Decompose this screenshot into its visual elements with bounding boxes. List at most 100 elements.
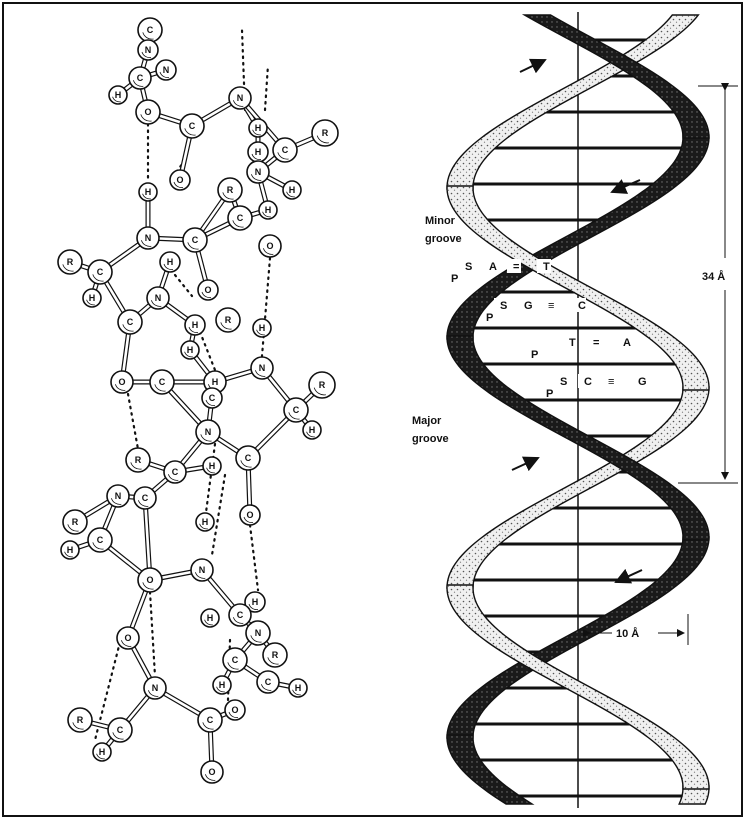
radius-label: 10 Å <box>616 627 639 640</box>
atom-label: H <box>255 123 262 133</box>
atom-label: R <box>227 185 234 195</box>
atom-c: C <box>129 67 151 89</box>
atom-label: H <box>145 187 152 197</box>
atom-label: R <box>72 517 79 527</box>
atom-label: O <box>208 767 215 777</box>
atom-c: C <box>229 604 251 626</box>
base-pair-b1: A <box>489 261 497 273</box>
atom-r: R <box>63 510 87 534</box>
major-groove-label-line1: Major <box>412 415 442 427</box>
atom-label: H <box>67 545 74 555</box>
atom-label: H <box>212 377 219 387</box>
atom-label: N <box>237 93 244 103</box>
atom-label: H <box>89 293 96 303</box>
atom-o: O <box>170 170 190 190</box>
atom-label: N <box>145 45 152 55</box>
atom-h: H <box>93 743 111 761</box>
atom-label: R <box>319 380 326 390</box>
atom-h: H <box>139 183 157 201</box>
atom-n: N <box>138 40 158 60</box>
atom-label: N <box>259 363 266 373</box>
atom-n: N <box>144 677 166 699</box>
atom-c: C <box>198 708 222 732</box>
atom-label: H <box>115 90 122 100</box>
minor-groove-label-line2: groove <box>425 233 462 245</box>
atom-h: H <box>160 252 180 272</box>
base-pair-bond: ≡ <box>548 300 554 312</box>
atom-label: O <box>144 107 151 117</box>
atom-h: H <box>283 181 301 199</box>
atom-n: N <box>196 420 220 444</box>
atom-label: N <box>255 628 262 638</box>
phosphate-label: P <box>451 273 458 285</box>
atom-label: H <box>167 257 174 267</box>
atom-h: H <box>203 457 221 475</box>
atom-label: R <box>77 715 84 725</box>
atom-c: C <box>223 648 247 672</box>
atom-label: N <box>155 293 162 303</box>
base-pair-bond: = <box>513 261 519 273</box>
base-pair-b2: C <box>578 300 586 312</box>
atom-h: H <box>61 541 79 559</box>
base-pair-b2: G <box>638 376 647 388</box>
atom-label: H <box>289 185 296 195</box>
atom-h: H <box>83 289 101 307</box>
phosphate-label: P <box>531 349 538 361</box>
atom-h: H <box>213 676 231 694</box>
atom-n: N <box>156 60 176 80</box>
atom-label: O <box>176 175 183 185</box>
atom-label: H <box>192 320 199 330</box>
atom-label: R <box>135 455 142 465</box>
atom-label: C <box>97 535 104 545</box>
atom-label: C <box>189 121 196 131</box>
atom-c: C <box>134 487 156 509</box>
atom-label: C <box>142 493 149 503</box>
atom-label: N <box>163 65 170 75</box>
atom-label: H <box>265 205 272 215</box>
minor-groove-label-line1: Minor <box>425 215 456 227</box>
base-pair-b2: T <box>543 261 550 273</box>
atom-r: R <box>58 250 82 274</box>
atom-c: C <box>88 260 112 284</box>
atom-h: H <box>196 513 214 531</box>
atom-label: H <box>255 147 262 157</box>
atom-label: N <box>205 427 212 437</box>
atom-label: C <box>137 73 144 83</box>
atom-n: N <box>107 485 129 507</box>
atom-label: N <box>255 167 262 177</box>
base-pair-left: S <box>500 300 507 312</box>
atom-r: R <box>68 708 92 732</box>
base-pair-left: S <box>465 261 472 273</box>
atom-n: N <box>251 357 273 379</box>
atom-c: C <box>273 138 297 162</box>
atom-o: O <box>240 505 260 525</box>
atom-r: R <box>218 178 242 202</box>
atom-label: C <box>237 610 244 620</box>
atom-label: C <box>172 467 179 477</box>
atom-c: C <box>118 310 142 334</box>
atom-label: H <box>207 613 214 623</box>
atom-label: O <box>146 575 153 585</box>
atom-label: O <box>266 241 273 251</box>
atom-h: H <box>248 142 268 162</box>
atom-o: O <box>111 371 133 393</box>
pitch-label: 34 Å <box>702 270 725 283</box>
atom-label: C <box>209 393 216 403</box>
atom-label: C <box>265 677 272 687</box>
atom-label: C <box>245 453 252 463</box>
atom-h: H <box>249 119 267 137</box>
atom-label: N <box>152 683 159 693</box>
atom-label: C <box>192 235 199 245</box>
atom-c: C <box>183 228 207 252</box>
atom-label: H <box>259 323 266 333</box>
atom-n: N <box>229 87 251 109</box>
atom-h: H <box>109 86 127 104</box>
atom-h: H <box>259 201 277 219</box>
atom-label: O <box>118 377 125 387</box>
atom-label: H <box>295 683 302 693</box>
atom-c: C <box>202 388 222 408</box>
atom-label: H <box>202 517 209 527</box>
atom-n: N <box>191 559 213 581</box>
atom-label: N <box>199 565 206 575</box>
atom-c: C <box>88 528 112 552</box>
